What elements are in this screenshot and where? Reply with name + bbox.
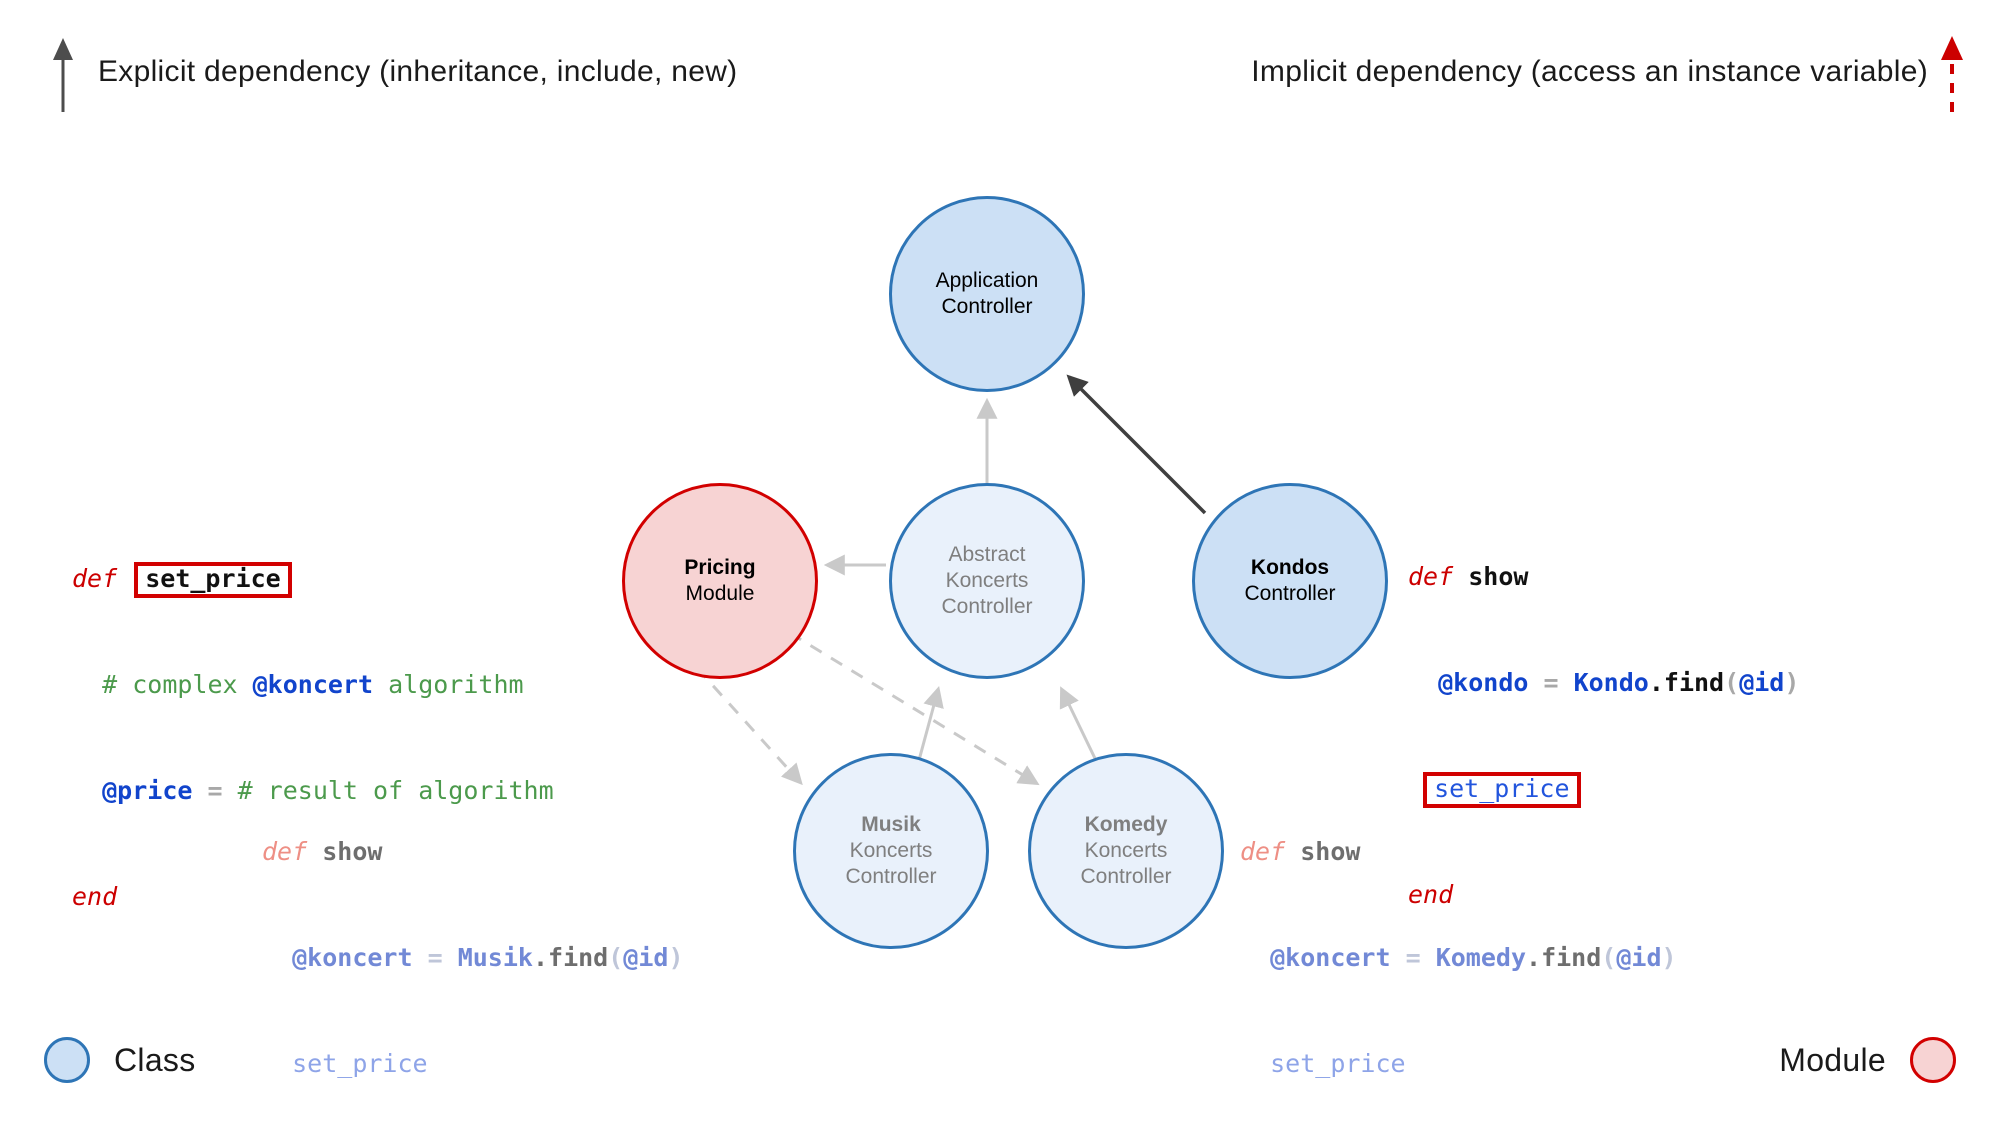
method-call-find: find bbox=[1541, 943, 1602, 972]
code-line: def show bbox=[262, 834, 684, 869]
assign-operator: = bbox=[1528, 668, 1574, 697]
legend-class-label: Class bbox=[114, 1041, 196, 1078]
node-line: Controller bbox=[1080, 864, 1172, 888]
method-call-set-price: set_price bbox=[292, 1049, 428, 1078]
method-name-show: show bbox=[1300, 837, 1361, 866]
dot-operator: . bbox=[1648, 668, 1664, 697]
highlight-set-price-definition: set_price bbox=[134, 562, 292, 599]
ivar-id: @id bbox=[1739, 668, 1785, 697]
node-line: Pricing bbox=[684, 556, 756, 580]
code-line: @price = # result of algorithm bbox=[72, 773, 554, 808]
node-line: Controller bbox=[845, 864, 937, 888]
constant-komedy: Komedy bbox=[1435, 943, 1526, 972]
legend-explicit-arrow-icon bbox=[53, 38, 73, 112]
module-circle-icon bbox=[1910, 1037, 1956, 1083]
keyword-end: end bbox=[72, 882, 118, 911]
ivar-koncert: @koncert bbox=[252, 670, 374, 699]
node-komedy-koncerts-controller[interactable]: Komedy Koncerts Controller bbox=[1028, 753, 1224, 949]
paren-close: ) bbox=[1661, 943, 1677, 972]
node-musik-koncerts-controller[interactable]: Musik Koncerts Controller bbox=[793, 753, 989, 949]
code-snippet-kondos-controller: def show @kondo = Kondo.find(@id) set_pr… bbox=[1408, 488, 1799, 983]
edge-pricing-to-musik bbox=[695, 666, 803, 786]
code-snippet-komedy-koncerts-controller: def show @koncert = Komedy.find(@id) set… bbox=[1240, 763, 1677, 1125]
legend-implicit-arrow-icon bbox=[1941, 36, 1963, 112]
method-name-show: show bbox=[322, 837, 383, 866]
node-line: Module bbox=[685, 582, 755, 605]
node-line: Komedy bbox=[1084, 813, 1168, 837]
ivar-id: @id bbox=[1616, 943, 1662, 972]
keyword-def: def bbox=[1408, 562, 1454, 591]
code-line: set_price bbox=[1408, 771, 1799, 809]
highlight-set-price-call: set_price bbox=[1423, 772, 1581, 809]
code-line: def show bbox=[1408, 559, 1799, 594]
code-line: @kondo = Kondo.find(@id) bbox=[1408, 665, 1799, 700]
node-line: Koncerts bbox=[849, 839, 933, 863]
code-line: # complex @koncert algorithm bbox=[72, 667, 554, 702]
node-abstract-koncerts-controller[interactable]: Abstract Koncerts Controller bbox=[889, 483, 1085, 679]
legend-module-label: Module bbox=[1779, 1041, 1886, 1078]
legend-class: Class bbox=[44, 1037, 196, 1083]
method-call-find: find bbox=[1663, 668, 1725, 697]
code-snippet-musik-koncerts-controller: def show @koncert = Musik.find(@id) set_… bbox=[262, 763, 684, 1125]
paren-close: ) bbox=[668, 943, 684, 972]
code-line: end bbox=[72, 879, 554, 914]
node-kondos-controller[interactable]: Kondos Controller bbox=[1192, 483, 1388, 679]
code-line: def set_price bbox=[72, 561, 554, 599]
paren-open: ( bbox=[1601, 943, 1617, 972]
keyword-def: def bbox=[262, 837, 308, 866]
keyword-end: end bbox=[1408, 880, 1454, 909]
comment-suffix: algorithm bbox=[373, 670, 524, 699]
paren-close: ) bbox=[1784, 668, 1800, 697]
ivar-koncert: @koncert bbox=[292, 943, 413, 972]
node-line: Controller bbox=[941, 594, 1033, 618]
node-line: Controller bbox=[1244, 582, 1336, 605]
method-call-find: find bbox=[548, 943, 609, 972]
constant-kondo: Kondo bbox=[1573, 668, 1649, 697]
code-line: end bbox=[1408, 877, 1799, 912]
code-line: set_price bbox=[1240, 1046, 1677, 1081]
code-snippet-pricing-module: def set_price # complex @koncert algorit… bbox=[72, 490, 554, 985]
legend-explicit-dependency-label: Explicit dependency (inheritance, includ… bbox=[98, 55, 738, 88]
assign-operator: = bbox=[192, 776, 238, 805]
node-line: Musik bbox=[861, 813, 921, 837]
legend-module: Module bbox=[1779, 1037, 1956, 1083]
dot-operator: . bbox=[1526, 943, 1542, 972]
code-line: set_price bbox=[262, 1046, 684, 1081]
paren-open: ( bbox=[1724, 668, 1740, 697]
comment-prefix: # complex bbox=[102, 670, 253, 699]
dot-operator: . bbox=[532, 943, 549, 972]
code-line: @koncert = Musik.find(@id) bbox=[262, 940, 684, 975]
class-circle-icon bbox=[44, 1037, 90, 1083]
ivar-price: @price bbox=[102, 776, 193, 805]
method-call-set-price: set_price bbox=[1270, 1049, 1406, 1078]
code-line: def show bbox=[1240, 834, 1677, 869]
ivar-kondo: @kondo bbox=[1438, 668, 1529, 697]
code-line: @koncert = Komedy.find(@id) bbox=[1240, 940, 1677, 975]
node-line: Application bbox=[935, 269, 1039, 293]
comment-result: # result of algorithm bbox=[237, 776, 554, 805]
node-line: Koncerts bbox=[1084, 839, 1168, 863]
ivar-id: @id bbox=[623, 943, 669, 972]
constant-musik: Musik bbox=[457, 943, 533, 972]
method-name-show: show bbox=[1468, 562, 1529, 591]
assign-operator: = bbox=[412, 943, 458, 972]
node-line: Kondos bbox=[1250, 556, 1330, 580]
edge-kondos-to-application bbox=[1066, 374, 1207, 515]
node-line: Abstract bbox=[948, 543, 1026, 567]
keyword-def: def bbox=[1240, 837, 1286, 866]
paren-open: ( bbox=[608, 943, 624, 972]
node-line: Koncerts bbox=[945, 569, 1029, 593]
legend-implicit-dependency-label: Implicit dependency (access an instance … bbox=[1251, 55, 1928, 88]
assign-operator: = bbox=[1390, 943, 1436, 972]
node-line: Controller bbox=[941, 295, 1033, 318]
ivar-koncert: @koncert bbox=[1270, 943, 1391, 972]
node-application-controller[interactable]: Application Controller bbox=[889, 196, 1085, 392]
keyword-def: def bbox=[72, 564, 118, 593]
node-pricing-module[interactable]: Pricing Module bbox=[622, 483, 818, 679]
